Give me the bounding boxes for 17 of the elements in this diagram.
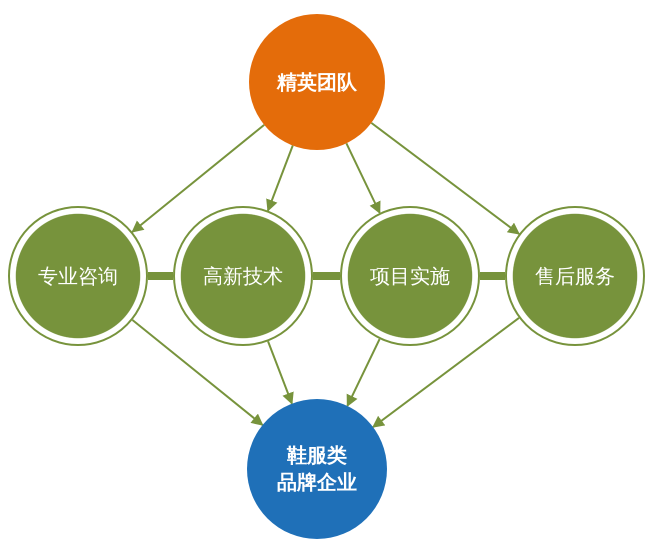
node-label: 售后服务 <box>535 262 615 290</box>
node-label: 鞋服类品牌企业 <box>277 442 357 496</box>
arrow <box>372 317 520 428</box>
connector-bar <box>480 272 505 280</box>
arrow <box>131 124 265 233</box>
node-label: 专业咨询 <box>38 262 118 290</box>
node-label: 高新技术 <box>203 262 283 290</box>
node-label: 精英团队 <box>277 68 357 96</box>
arrow <box>266 145 294 212</box>
arrow <box>346 338 381 408</box>
connector-bar <box>148 272 173 280</box>
arrow <box>370 122 520 235</box>
arrow <box>267 341 294 405</box>
node-label: 项目实施 <box>370 262 450 290</box>
connector-bar <box>313 272 340 280</box>
arrow <box>132 319 264 426</box>
arrow <box>346 142 381 214</box>
